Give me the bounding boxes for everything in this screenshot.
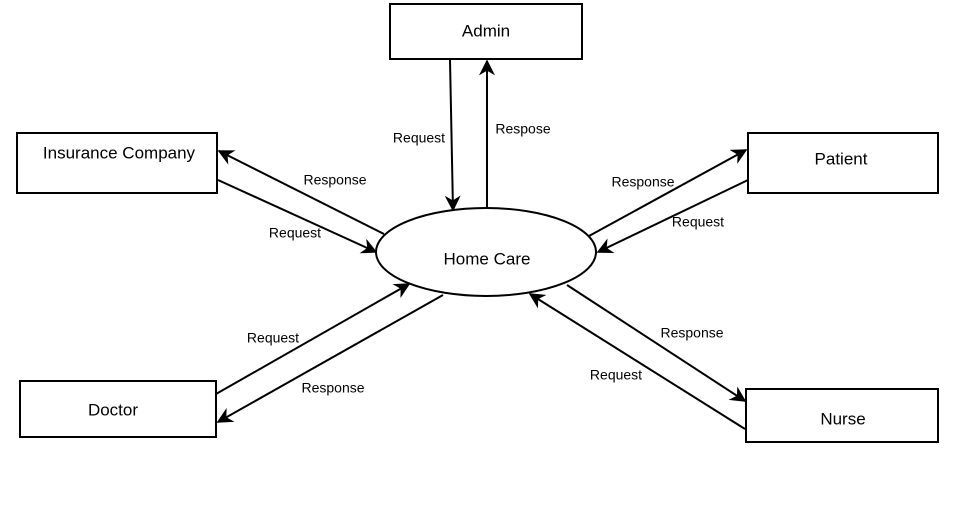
edge-doctor-request <box>215 283 411 395</box>
edge-nurse-request <box>528 293 746 430</box>
node-doctor: Doctor <box>19 380 217 438</box>
node-doctor-label: Doctor <box>88 400 138 419</box>
node-patient-label: Patient <box>815 149 868 168</box>
edge-patient-response <box>588 149 748 237</box>
label-nurse-request: Request <box>590 367 642 383</box>
label-insurance-response: Response <box>303 172 366 188</box>
label-doctor-request: Request <box>247 330 299 346</box>
label-admin-response: Respose <box>495 121 550 137</box>
edge-labels: Request Respose Response Request Respons… <box>247 121 724 396</box>
label-patient-response: Response <box>611 174 674 190</box>
label-patient-request: Request <box>672 214 724 230</box>
node-nurse-label: Nurse <box>820 409 865 428</box>
node-insurance-company: Insurance Company <box>16 132 218 194</box>
node-home-care-label: Home Care <box>444 249 531 268</box>
label-doctor-response: Response <box>301 380 364 396</box>
edges <box>215 59 749 430</box>
node-nurse: Nurse <box>745 388 939 443</box>
node-admin: Admin <box>389 3 583 60</box>
node-patient: Patient <box>747 132 939 194</box>
node-home-care: Home Care <box>375 207 597 297</box>
edge-nurse-response <box>566 284 747 402</box>
edge-doctor-response <box>216 294 444 423</box>
label-nurse-response: Response <box>660 325 723 341</box>
edge-admin-request <box>444 59 461 212</box>
edge-patient-request <box>596 179 749 253</box>
node-insurance-company-label: Insurance Company <box>43 143 196 162</box>
label-insurance-request: Request <box>269 225 321 241</box>
node-admin-label: Admin <box>462 21 510 40</box>
label-admin-request: Request <box>393 130 445 146</box>
edge-insurance-request <box>217 179 378 254</box>
edge-insurance-response <box>217 150 385 235</box>
